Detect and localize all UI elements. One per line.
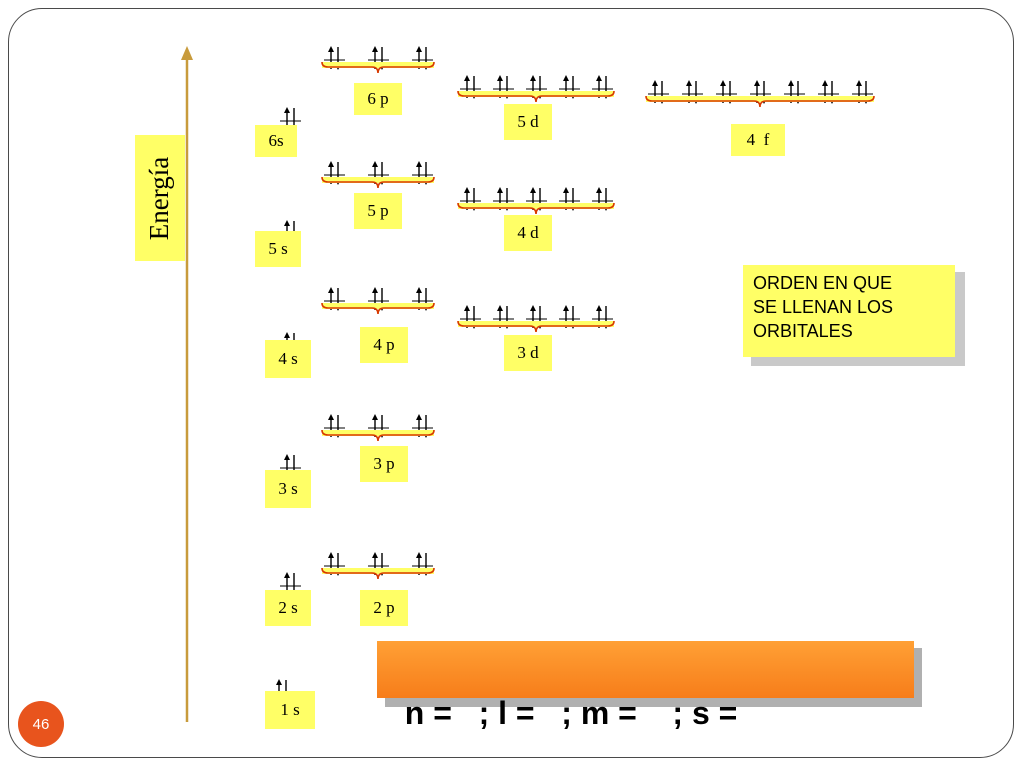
sublevel-label-4d: 4 d: [504, 215, 552, 251]
sublevel-label-4s: 4 s: [265, 340, 311, 378]
energy-axis-label-text: Energía: [144, 156, 175, 240]
slide-frame: [8, 8, 1014, 758]
sublevel-label-6s: 6s: [255, 125, 297, 157]
sublevel-label-1s: 1 s: [265, 691, 315, 729]
sublevel-label-5p: 5 p: [354, 193, 402, 229]
sublevel-label-6p: 6 p: [354, 83, 402, 115]
order-note-line: SE LLENAN LOS: [753, 297, 894, 317]
sublevel-label-3s: 3 s: [265, 470, 311, 508]
sublevel-label-5d: 5 d: [504, 104, 552, 140]
sublevel-label-3p: 3 p: [360, 446, 408, 482]
quantum-numbers-box: n = ; l = ; m = ; s =: [377, 641, 914, 731]
energy-axis-label: Energía: [135, 135, 185, 261]
sublevel-label-2p: 2 p: [360, 590, 408, 626]
order-note-line: ORDEN EN QUE: [753, 273, 893, 293]
sublevel-label-5s: 5 s: [255, 231, 301, 267]
sublevel-label-3d: 3 d: [504, 335, 552, 371]
filling-order-note: ORDEN EN QUE SE LLENAN LOS ORBITALES: [743, 265, 955, 357]
order-note-line: ORBITALES: [753, 321, 853, 341]
page-number: 46: [32, 715, 50, 733]
sublevel-label-2s: 2 s: [265, 590, 311, 626]
sublevel-label-4p: 4 p: [360, 327, 408, 363]
page-number-badge: 46: [18, 701, 64, 747]
sublevel-label-4f: 4 f: [731, 124, 785, 156]
quantum-numbers-text: n = ; l = ; m = ; s =: [404, 695, 738, 731]
